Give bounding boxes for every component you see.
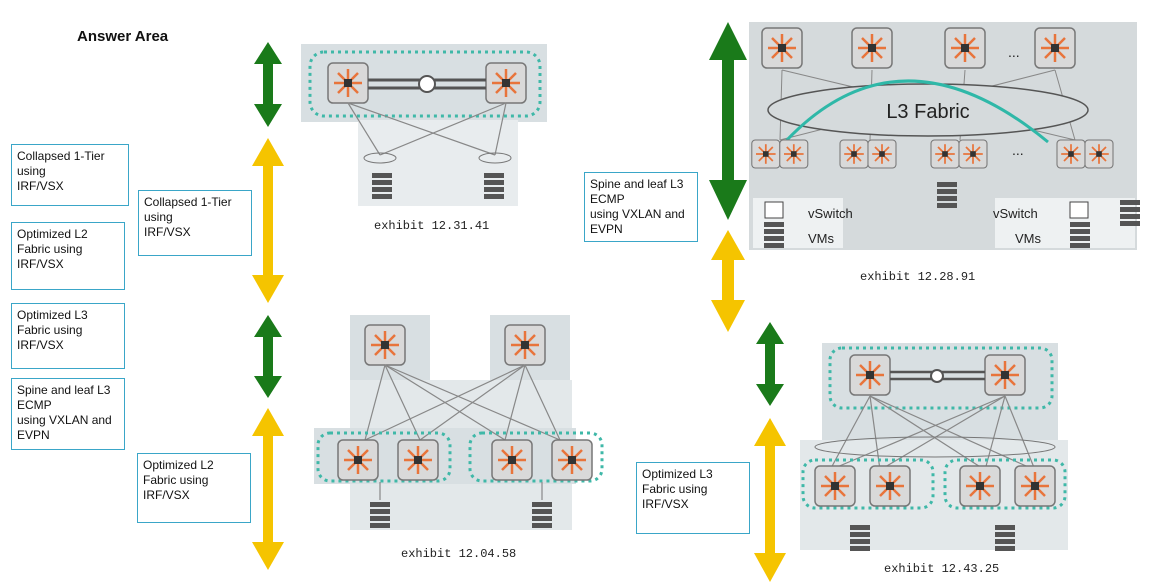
vswitch-label-right: vSwitch bbox=[993, 206, 1038, 221]
exhibit-caption-3: exhibit 12.28.91 bbox=[860, 270, 976, 284]
exhibit-1-diagram bbox=[301, 44, 547, 206]
fabric-ellipsis-top: ... bbox=[1008, 44, 1020, 60]
arrow-green-4 bbox=[756, 322, 784, 406]
arrow-yellow-3 bbox=[711, 230, 745, 332]
arrow-yellow-2 bbox=[252, 408, 284, 570]
vswitch-label-left: vSwitch bbox=[808, 206, 853, 221]
answer-slot-4[interactable]: Optimized L3 Fabric using IRF/VSX bbox=[636, 462, 750, 534]
option-spine-leaf[interactable]: Spine and leaf L3 ECMP using VXLAN and E… bbox=[11, 378, 125, 450]
exhibit-2-diagram bbox=[314, 315, 604, 530]
arrow-yellow-4 bbox=[754, 418, 786, 582]
vms-label-left: VMs bbox=[808, 231, 835, 246]
answer-slot-2[interactable]: Optimized L2 Fabric using IRF/VSX bbox=[137, 453, 251, 523]
arrow-green-2 bbox=[254, 315, 282, 398]
arrow-green-1 bbox=[254, 42, 282, 127]
exhibit-caption-1: exhibit 12.31.41 bbox=[374, 219, 490, 233]
option-collapsed-1-tier[interactable]: Collapsed 1-Tier using IRF/VSX bbox=[11, 144, 129, 206]
exhibit-caption-2: exhibit 12.04.58 bbox=[401, 547, 517, 561]
exhibit-3-diagram: ... L3 Fabric ... vSwitch VMs vSwitch VM… bbox=[749, 22, 1140, 250]
arrow-green-3 bbox=[709, 22, 747, 220]
exhibit-caption-4: exhibit 12.43.25 bbox=[884, 562, 1000, 576]
answer-slot-1[interactable]: Collapsed 1-Tier using IRF/VSX bbox=[138, 190, 252, 256]
option-optimized-l2[interactable]: Optimized L2 Fabric using IRF/VSX bbox=[11, 222, 125, 290]
answer-area-title: Answer Area bbox=[77, 28, 169, 45]
answer-slot-3[interactable]: Spine and leaf L3 ECMP using VXLAN and E… bbox=[584, 172, 698, 242]
fabric-ellipsis-leaf: ... bbox=[1012, 142, 1024, 158]
vms-label-right: VMs bbox=[1015, 231, 1042, 246]
option-optimized-l3[interactable]: Optimized L3 Fabric using IRF/VSX bbox=[11, 303, 125, 369]
l3-fabric-label: L3 Fabric bbox=[886, 101, 969, 123]
arrow-yellow-1 bbox=[252, 138, 284, 303]
exhibit-4-diagram bbox=[800, 343, 1068, 551]
